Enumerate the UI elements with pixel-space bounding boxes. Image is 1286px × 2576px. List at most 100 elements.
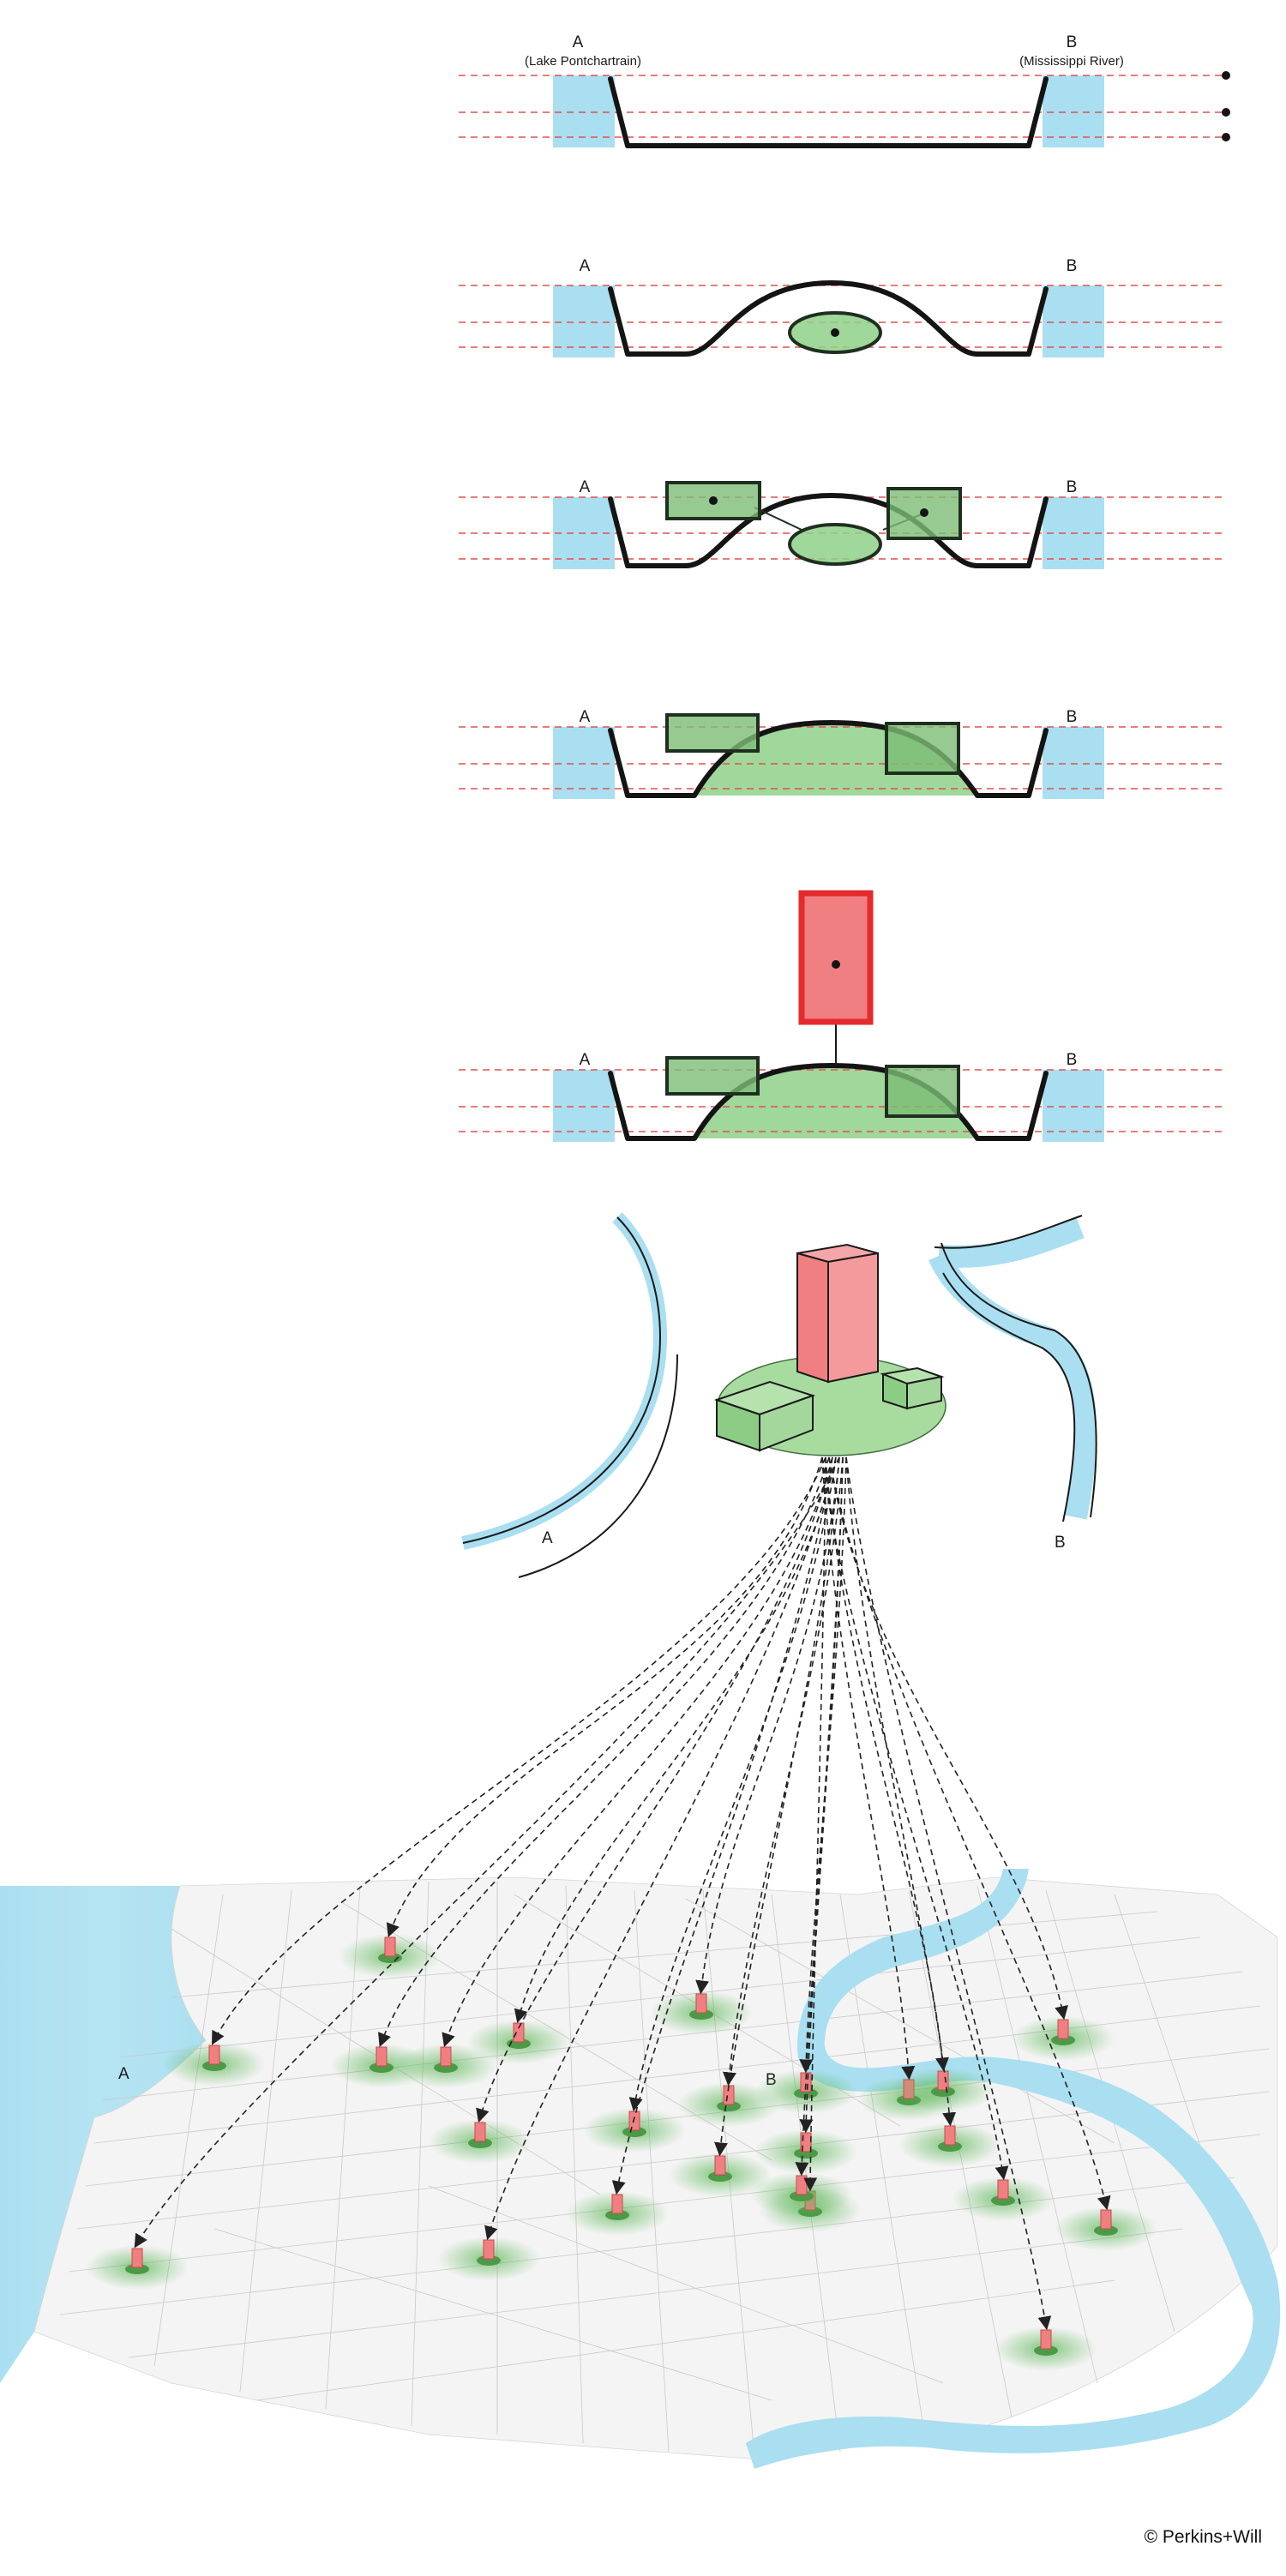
- point-a-label: A: [580, 478, 591, 496]
- building-block: [665, 713, 760, 753]
- hub-base: [125, 2264, 149, 2274]
- tower-block: [798, 890, 874, 1025]
- distribution-arrow: [611, 1456, 833, 2195]
- hub-base: [605, 2210, 629, 2220]
- distribution-arrow: [821, 1456, 1009, 2181]
- hub-base: [1094, 2225, 1118, 2236]
- hub-tower: [483, 2239, 495, 2260]
- river-water: [1043, 75, 1104, 147]
- hub-tower: [513, 2022, 525, 2043]
- distribution-arrow: [828, 1456, 1111, 2211]
- distribution-arrow: [211, 1456, 826, 2045]
- hub-base: [370, 2063, 394, 2073]
- hub-tower: [611, 2194, 623, 2214]
- point-b-label: B: [1067, 257, 1078, 275]
- point-b-label: B: [1067, 1051, 1078, 1069]
- axonometric-hub: A B: [461, 1212, 1097, 1578]
- point-a-label: A: [580, 257, 591, 275]
- building-block: [885, 722, 960, 775]
- berm-profile: [608, 493, 1049, 568]
- distribution-arrow: [803, 1456, 826, 2192]
- point-b-label: B: [1067, 478, 1078, 496]
- hub-base: [202, 2061, 226, 2071]
- city-map: A B: [0, 1869, 1281, 2469]
- copyright-credit: © Perkins+Will: [1144, 2527, 1262, 2547]
- hub-base: [622, 2127, 646, 2137]
- hub-base: [434, 2063, 458, 2073]
- hub-base: [477, 2255, 501, 2266]
- city-ground: [33, 1876, 1278, 2461]
- distribution-arrow: [695, 1456, 840, 1995]
- hub-base: [794, 2148, 818, 2159]
- hub-tower: [714, 2155, 726, 2176]
- river-water: [1043, 285, 1104, 357]
- hub-tower: [628, 2111, 640, 2131]
- hub-tower: [944, 2125, 956, 2146]
- distribution-arrow: [714, 1456, 840, 2157]
- section-stage-4: A B: [459, 708, 1226, 799]
- point-b-label: B: [1055, 1534, 1066, 1552]
- node-center: [920, 508, 928, 517]
- river-water: [1043, 1070, 1104, 1142]
- lake-water: [553, 727, 615, 799]
- hub-tower: [1100, 2209, 1112, 2230]
- distribution-arrows: [134, 1456, 1111, 2331]
- point-a-label: A: [118, 2065, 129, 2083]
- distribution-arrow: [795, 1456, 844, 2177]
- hub-base: [717, 2101, 741, 2111]
- hub-base: [1051, 2035, 1075, 2045]
- node-center: [831, 328, 839, 337]
- point-b-name: (Mississippi River): [1019, 54, 1124, 69]
- distribution-arrow: [845, 1456, 1052, 2331]
- distribution-arrow: [476, 1456, 833, 2123]
- hub-base: [991, 2195, 1015, 2206]
- hub-tower: [1057, 2019, 1069, 2039]
- distribution-arrow: [442, 1456, 833, 2048]
- hub-base: [507, 2039, 531, 2049]
- hub-base: [931, 2087, 955, 2097]
- point-a-name: (Lake Pontchartrain): [525, 54, 641, 69]
- hub-base: [689, 2009, 713, 2020]
- building-block: [885, 1065, 960, 1118]
- building-block: [665, 1056, 760, 1096]
- hub-tower: [1040, 2329, 1052, 2350]
- section-stage-1: A (Lake Pontchartrain) B (Mississippi Ri…: [459, 33, 1230, 148]
- hub-base: [468, 2138, 492, 2148]
- section-stage-5: A B: [459, 890, 1226, 1142]
- distribution-arrow: [484, 1456, 837, 2241]
- distribution-arrow: [845, 1456, 957, 2127]
- hub-tower: [474, 2122, 486, 2142]
- distribution-arrow: [828, 1456, 1068, 2021]
- distribution-arrow: [628, 1456, 837, 2112]
- distribution-arrow: [825, 1456, 949, 2072]
- river-water: [746, 1869, 1281, 2469]
- distribution-arrow: [821, 1456, 916, 2081]
- hub-tower: [131, 2248, 143, 2268]
- hub-base: [790, 2191, 814, 2201]
- level-marker: [1222, 133, 1230, 141]
- river-water: [1043, 727, 1104, 799]
- distribution-arrow: [514, 1456, 837, 2024]
- hub-base: [708, 2171, 732, 2182]
- level-marker: [1222, 71, 1230, 80]
- hub-tower: [440, 2046, 452, 2067]
- distribution-arrow: [386, 1456, 823, 1937]
- lake-water: [553, 75, 615, 147]
- hub-base: [938, 2141, 962, 2152]
- point-b-label: B: [1067, 708, 1078, 726]
- river-curve: [928, 1216, 1097, 1520]
- point-a-label: A: [580, 1051, 591, 1069]
- hub-tower: [695, 1993, 707, 2014]
- point-b-label: B: [1067, 33, 1078, 51]
- hub-tower: [208, 2045, 220, 2065]
- node-center: [832, 960, 840, 969]
- distribution-arrow: [722, 1456, 844, 2087]
- node-center: [709, 496, 718, 505]
- hub-base: [378, 1953, 402, 1963]
- green-node: [788, 523, 882, 566]
- lake-shore: [461, 1212, 668, 1550]
- tower-block: [796, 1252, 829, 1384]
- point-a-label: A: [542, 1529, 553, 1547]
